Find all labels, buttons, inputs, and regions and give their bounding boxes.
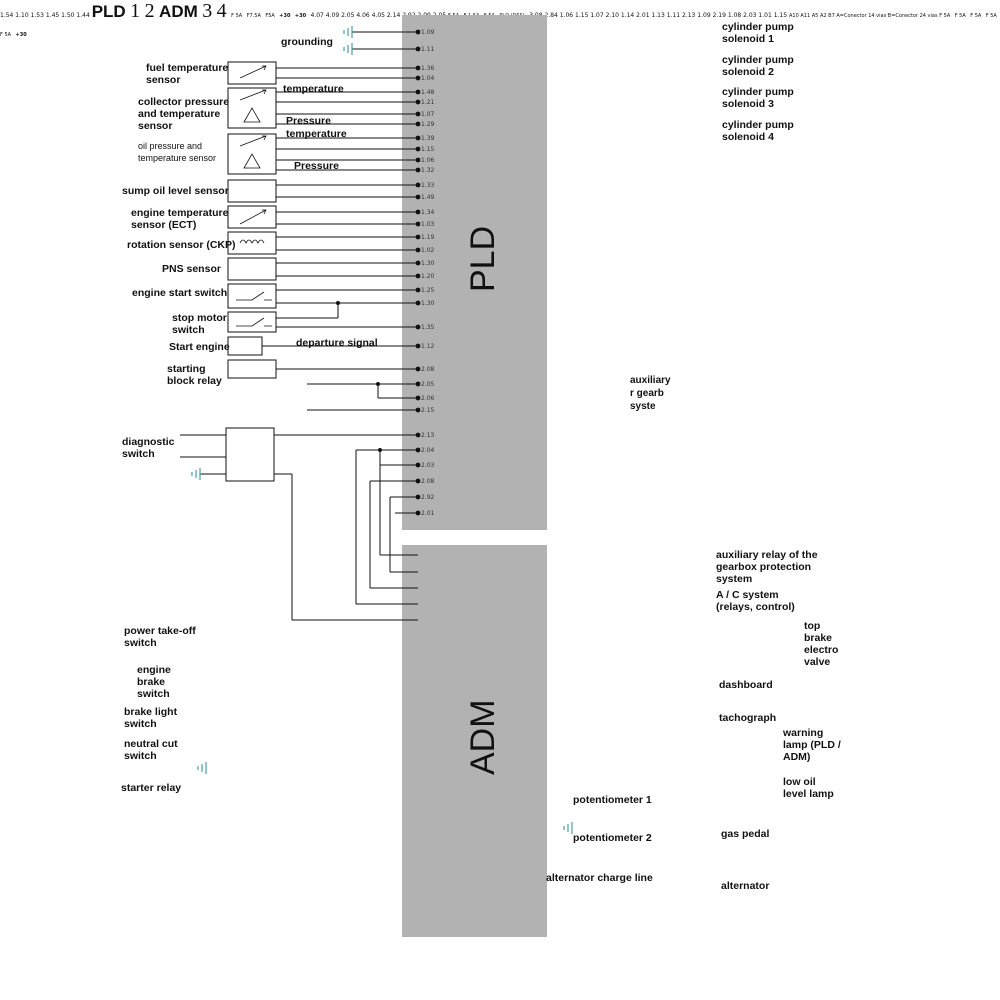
adm-module-block <box>402 545 547 937</box>
stop-motor-switch-label: stop motor switch <box>172 312 227 336</box>
svg-text:2.08: 2.08 <box>421 366 435 373</box>
svg-text:1.30: 1.30 <box>421 300 435 307</box>
svg-text:1.39: 1.39 <box>421 135 435 142</box>
starter-relay-label: starter relay <box>121 782 182 794</box>
svg-text:2.15: 2.15 <box>421 407 435 414</box>
cylinder-pump-3-label: cylinder pump solenoid 3 <box>722 86 794 110</box>
svg-text:1.35: 1.35 <box>421 324 435 331</box>
svg-text:1.36: 1.36 <box>421 65 435 72</box>
fuses-adm-right: F 5A F 5A F 5A F 5A F 5A <box>0 13 997 38</box>
svg-text:2.05: 2.05 <box>421 381 435 388</box>
svg-text:1.48: 1.48 <box>421 89 435 96</box>
potentiometer-1-label: potentiometer 1 <box>573 794 652 806</box>
gas-pedal-label: gas pedal <box>721 828 770 840</box>
pressure-label-2: Pressure <box>294 160 339 172</box>
pld-left-wires <box>180 31 418 621</box>
collector-sensor-label: collector pressure and temperature senso… <box>138 96 230 132</box>
svg-text:2.03: 2.03 <box>421 462 435 469</box>
pld-sensor-boxes <box>225 61 277 482</box>
engine-brake-switch-label: engine brake switch <box>137 664 171 700</box>
svg-text:2.92: 2.92 <box>421 494 435 501</box>
brake-light-switch-label: brake light switch <box>124 706 178 730</box>
dashboard-label: dashboard <box>719 679 773 691</box>
sensor-symbols <box>236 65 272 327</box>
svg-text:2.01: 2.01 <box>421 510 435 517</box>
svg-text:1.06: 1.06 <box>421 157 435 164</box>
svg-text:2.13: 2.13 <box>421 432 435 439</box>
svg-text:1.34: 1.34 <box>421 209 435 216</box>
pld-module-block <box>402 15 547 530</box>
diagnostic-switch-label: diagnostic switch <box>122 436 175 460</box>
starting-block-relay-label: starting block relay <box>167 363 222 387</box>
temperature-label-1: temperature <box>283 83 344 95</box>
start-engine-label: Start engine <box>169 341 230 353</box>
svg-text:1.02: 1.02 <box>421 247 435 254</box>
oil-pressure-sensor-label: oil pressure and temperature sensor <box>138 141 217 163</box>
svg-text:1.33: 1.33 <box>421 182 435 189</box>
pld-left-pin-dots <box>336 29 421 516</box>
adm-right-pin-labels: 3.08 2.84 1.06 1.15 1.07 2.10 1.14 2.01 … <box>529 12 788 19</box>
pld-module-label: PLD <box>464 226 502 292</box>
adm-connector-title: ADM <box>159 2 198 21</box>
rotation-sensor-label: rotation sensor (CKP) <box>127 239 236 251</box>
svg-text:2.04: 2.04 <box>421 447 435 454</box>
svg-text:2.08: 2.08 <box>421 478 435 485</box>
pld-right-pin-labels: 1.54 1.10 1.53 1.45 1.50 1.44 <box>0 12 90 19</box>
cylinder-pump-1-label: cylinder pump solenoid 1 <box>722 21 794 45</box>
svg-text:1.49: 1.49 <box>421 194 435 201</box>
connector-2-number: 2 <box>144 0 155 22</box>
svg-text:1.30: 1.30 <box>421 260 435 267</box>
engine-start-switch-label: engine start switch <box>132 287 228 299</box>
engine-temperature-label: engine temperature sensor (ECT) <box>131 207 229 231</box>
cylinder-pump-4-label: cylinder pump solenoid 4 <box>722 119 794 143</box>
potentiometer-2-label: potentiometer 2 <box>573 832 652 844</box>
svg-text:1.25: 1.25 <box>421 287 435 294</box>
ground-symbols <box>191 26 573 834</box>
svg-text:1.19: 1.19 <box>421 234 435 241</box>
svg-text:1.07: 1.07 <box>421 111 435 118</box>
connector-4-number: 4 <box>216 0 227 22</box>
neutral-cut-switch-label: neutral cut switch <box>124 738 178 762</box>
alternator-charge-line-label: alternator charge line <box>546 872 653 884</box>
fuel-temperature-sensor-label: fuel temperature sensor <box>146 62 229 86</box>
power-sources-pld: +30 +30 <box>279 13 307 19</box>
svg-text:2.06: 2.06 <box>421 395 435 402</box>
svg-text:1.04: 1.04 <box>421 75 435 82</box>
svg-text:1.32: 1.32 <box>421 167 435 174</box>
power-sources-adm-right: +30 <box>15 32 27 38</box>
svg-text:1.09: 1.09 <box>421 29 435 36</box>
pld-left-pin-labels: 1.09 1.11 1.36 1.04 1.48 1.21 1.07 1.29 … <box>421 29 435 517</box>
warning-lamp-label: warning lamp (PLD / ADM) <box>783 727 841 763</box>
power-take-off-label: power take-off switch <box>124 625 196 649</box>
fuses-pld: F 5A F7.5A F5A <box>231 13 275 19</box>
departure-signal-label: departure signal <box>296 337 378 349</box>
pressure-label-1: Pressure <box>286 115 331 127</box>
adm-aux-connector-label: auxiliary r gearb syste <box>630 375 671 412</box>
svg-text:1.29: 1.29 <box>421 121 435 128</box>
temperature-label-2: temperature <box>286 128 347 140</box>
top-brake-valve-label: top brake electro valve <box>804 620 839 668</box>
low-oil-lamp-label: low oil level lamp <box>783 776 834 800</box>
pld-connector-title: PLD <box>91 2 126 21</box>
dashboard-pin-labels: A10 A11 A5 A2 B7 A=Conector 14 vias B=Co… <box>788 13 938 19</box>
cylinder-pump-2-label: cylinder pump solenoid 2 <box>722 54 794 78</box>
svg-text:1.11: 1.11 <box>421 46 435 53</box>
connector-3-number: 3 <box>202 0 213 22</box>
connector-1-number: 1 <box>130 0 141 22</box>
svg-text:1.03: 1.03 <box>421 221 435 228</box>
pns-sensor-label: PNS sensor <box>162 263 221 275</box>
adm-module-label: ADM <box>464 699 502 775</box>
sump-oil-level-label: sump oil level sensor <box>122 185 229 197</box>
svg-text:1.12: 1.12 <box>421 343 435 350</box>
svg-text:1.15: 1.15 <box>421 146 435 153</box>
ac-system-label: A / C system (relays, control) <box>716 589 795 613</box>
tachograph-label: tachograph <box>719 712 777 724</box>
pld-dss-arrow: PLD (DSS) <box>0 4 997 892</box>
alternator-label: alternator <box>721 880 770 892</box>
grounding-label: grounding <box>281 36 333 48</box>
aux-relay-label: auxiliary relay of the gearbox protectio… <box>716 549 818 585</box>
svg-text:1.21: 1.21 <box>421 99 435 106</box>
svg-text:1.20: 1.20 <box>421 273 435 280</box>
